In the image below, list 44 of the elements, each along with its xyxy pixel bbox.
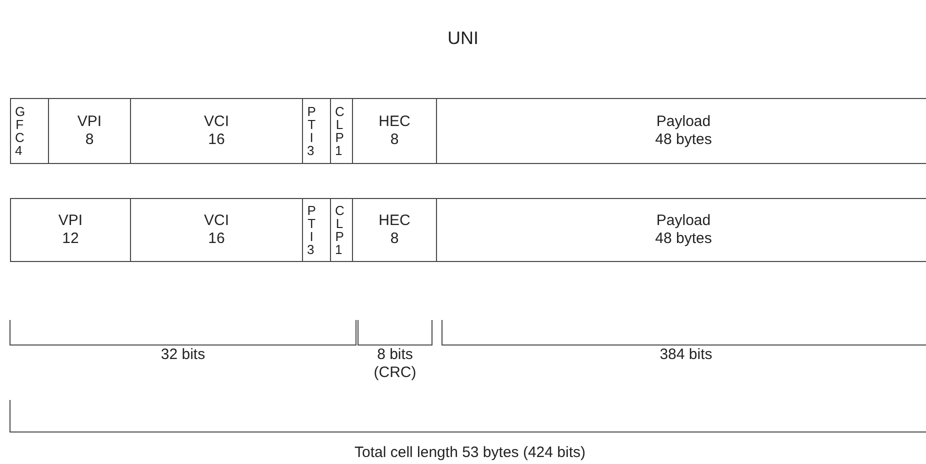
header-field xyxy=(130,98,303,164)
field-name: Payload xyxy=(656,212,711,230)
field-size: 1 xyxy=(335,243,342,256)
field-size: 1 xyxy=(335,144,342,157)
header-field xyxy=(352,98,437,164)
header-field xyxy=(10,98,49,164)
field-size: 8 xyxy=(85,131,94,149)
field-name: CLP xyxy=(335,105,344,144)
header-field xyxy=(302,98,331,164)
header-field xyxy=(436,98,926,164)
field-size: 8 xyxy=(390,230,399,248)
field-size: 8 xyxy=(390,131,399,149)
field-name: PTI xyxy=(307,204,316,243)
field-name: VCI xyxy=(204,113,229,131)
field-name: VPI xyxy=(58,212,83,230)
dimension-label: 8 bits (CRC) xyxy=(372,346,418,382)
header-field xyxy=(130,198,303,262)
dimension-label: 32 bits xyxy=(160,346,206,364)
field-name: CLP xyxy=(335,204,344,243)
header-field xyxy=(330,98,353,164)
header-field xyxy=(48,98,131,164)
dimension-label: Total cell length 53 bytes (424 bits) xyxy=(354,444,586,462)
field-name: GFC xyxy=(15,105,24,144)
field-name: VPI xyxy=(77,113,102,131)
field-name: PTI xyxy=(307,105,316,144)
field-name: Payload xyxy=(656,113,711,131)
field-size: 48 bytes xyxy=(655,131,712,149)
field-name: HEC xyxy=(378,113,410,131)
field-name: HEC xyxy=(378,212,410,230)
field-size: 12 xyxy=(62,230,79,248)
field-size: 4 xyxy=(15,144,22,157)
header-field xyxy=(352,198,437,262)
header-field xyxy=(10,198,131,262)
field-size: 3 xyxy=(307,144,314,157)
diagram-title: UNI xyxy=(446,28,480,49)
field-size: 3 xyxy=(307,243,314,256)
field-size: 48 bytes xyxy=(655,230,712,248)
header-field xyxy=(436,198,926,262)
field-size: 16 xyxy=(208,230,225,248)
field-name: VCI xyxy=(204,212,229,230)
header-field xyxy=(302,198,331,262)
header-field xyxy=(330,198,353,262)
dimension-label: 384 bits xyxy=(658,346,714,364)
field-size: 16 xyxy=(208,131,225,149)
